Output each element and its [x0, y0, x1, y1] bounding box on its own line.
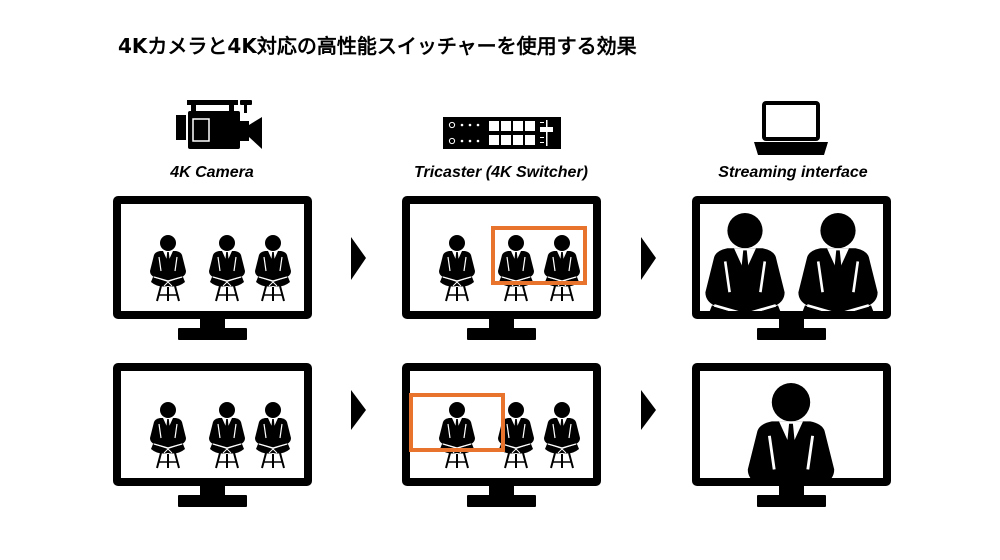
arrow-right-icon	[641, 237, 656, 280]
person-figure	[498, 402, 534, 469]
person-figure	[544, 235, 580, 302]
stage-label-streaming: Streaming interface	[718, 164, 867, 181]
person-figure	[544, 402, 580, 469]
monitor-camera-row-2	[113, 363, 312, 507]
selection-frame	[491, 226, 587, 285]
person-figure	[150, 235, 186, 302]
arrow-right-icon	[641, 390, 656, 430]
person-figure	[255, 402, 291, 469]
monitor-stream-row-2	[692, 363, 891, 507]
screen-content	[705, 213, 878, 311]
screen-content	[747, 383, 835, 478]
screen-content	[439, 402, 580, 469]
person-figure	[255, 235, 291, 302]
monitor-camera-row-1	[113, 196, 312, 340]
arrow-right-icon	[351, 390, 366, 430]
laptop-icon	[754, 101, 828, 155]
screen-content	[150, 235, 291, 302]
video-switcher-icon	[443, 117, 561, 149]
person-figure	[798, 213, 878, 311]
selection-frame	[409, 393, 505, 452]
person-figure	[150, 402, 186, 469]
stage-label-camera: 4K Camera	[169, 164, 254, 181]
person-figure	[209, 235, 245, 302]
arrow-right-icon	[351, 237, 366, 280]
stage-label-switcher: Tricaster (4K Switcher)	[414, 164, 588, 181]
person-figure	[747, 383, 835, 478]
video-camera-icon	[176, 100, 262, 149]
screen-content	[150, 402, 291, 469]
page-title: 4Kカメラと4K対応の高性能スイッチャーを使用する効果	[118, 34, 637, 58]
monitor-switcher-row-2	[402, 363, 601, 507]
monitor-stream-row-1	[692, 196, 891, 340]
person-figure	[209, 402, 245, 469]
person-figure	[705, 213, 785, 311]
person-figure	[439, 235, 475, 302]
monitor-switcher-row-1	[402, 196, 601, 340]
screen-content	[439, 235, 580, 302]
